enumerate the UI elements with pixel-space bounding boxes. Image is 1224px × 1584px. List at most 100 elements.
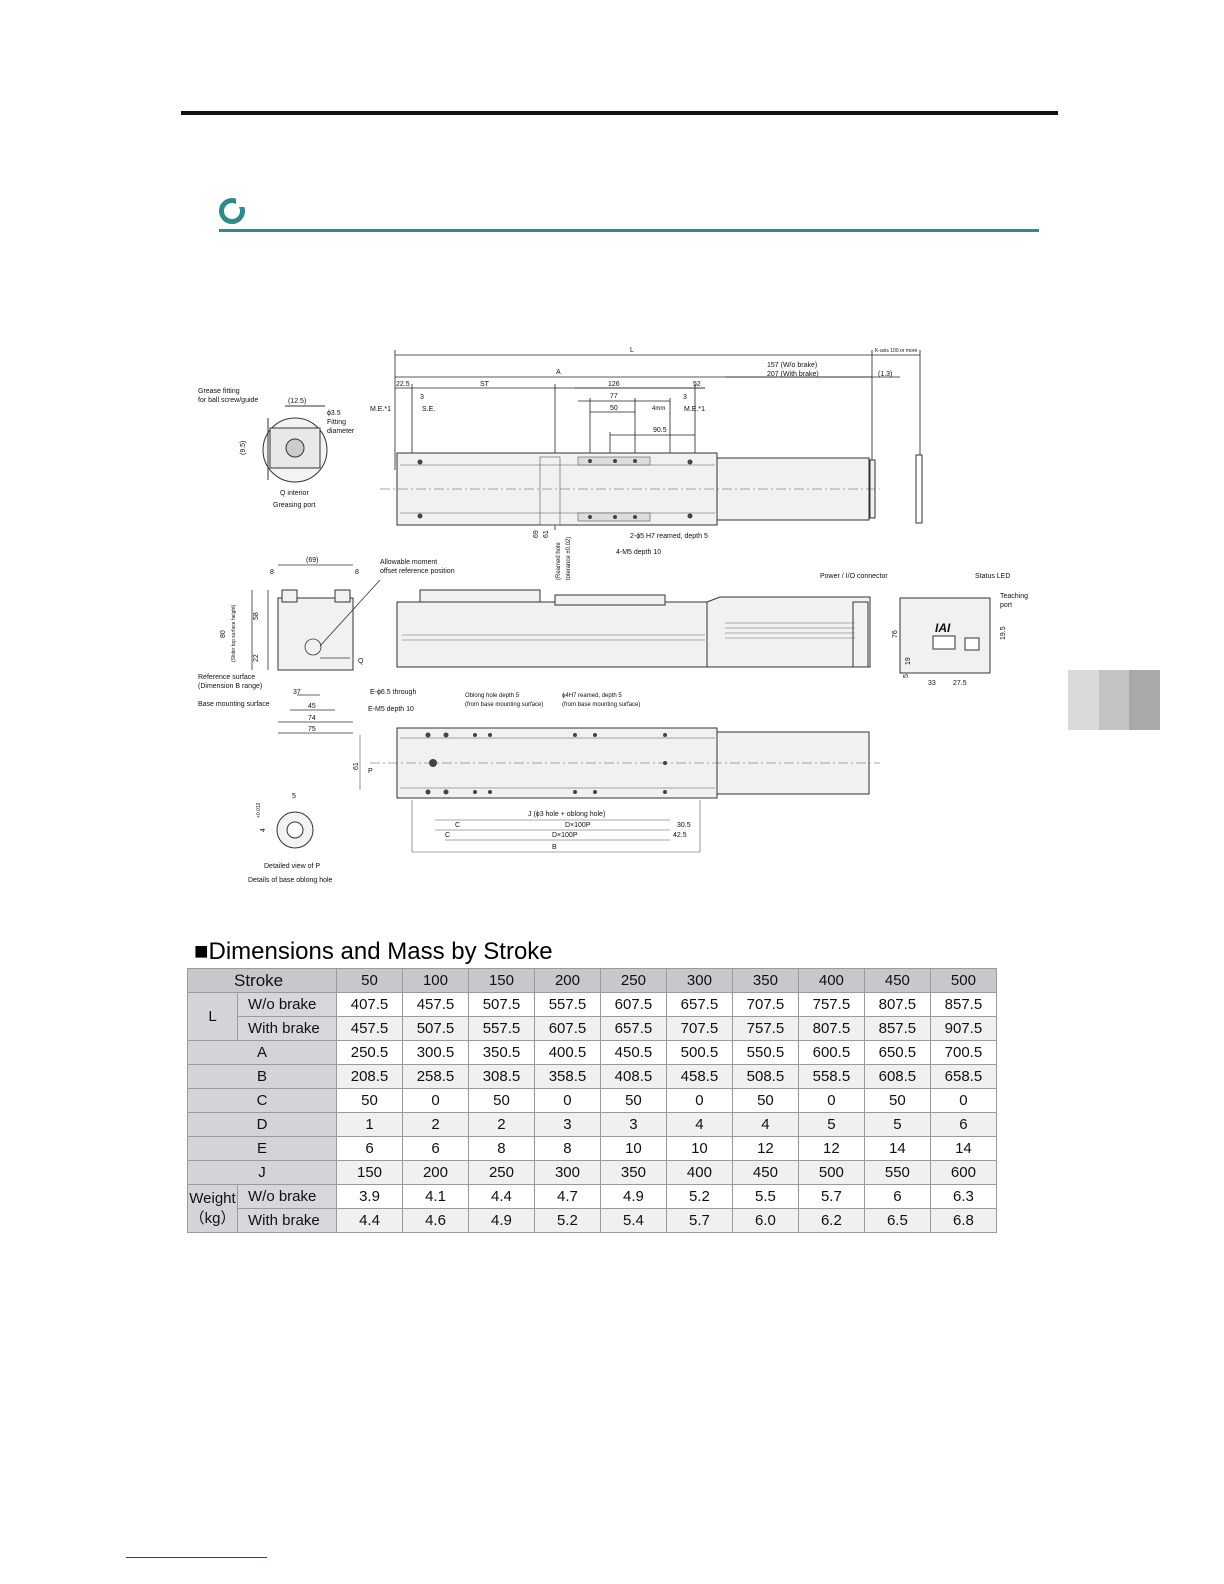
table-cell: 550 — [863, 1160, 931, 1185]
table-cell: 400.5 — [533, 1040, 601, 1065]
table-cell: 607.5 — [533, 1016, 601, 1041]
label-d100p-2: D×100P — [552, 832, 578, 839]
label-grease2: for ball screw/guide — [198, 397, 258, 404]
footnote-rule — [126, 1557, 267, 1558]
table-cell: 658.5 — [929, 1064, 998, 1089]
table-cell: 458.5 — [665, 1064, 733, 1089]
label-phi35: ϕ3.5 — [327, 410, 341, 417]
table-cell: 6.2 — [797, 1208, 865, 1233]
stroke-value-header: 50 — [336, 968, 403, 993]
label-4: 4 — [260, 828, 267, 832]
label-detail-p: Detailed view of P — [264, 863, 320, 870]
label-76: 76 — [892, 630, 899, 638]
label-27-5: 27.5 — [953, 680, 967, 687]
table-cell: 0 — [797, 1088, 865, 1113]
label-126: 126 — [608, 381, 620, 388]
stroke-value-header: 400 — [797, 968, 865, 993]
label-j: J (ϕ3 hole + oblong hole) — [528, 811, 605, 818]
row-header-A: A — [186, 1040, 338, 1065]
label-me2: M.E.*1 — [684, 406, 705, 413]
label-90-5: 90.5 — [653, 427, 667, 434]
table-cell: 557.5 — [467, 1016, 535, 1041]
table-cell: 500.5 — [665, 1040, 733, 1065]
table-cell: 12 — [797, 1136, 865, 1161]
table-cell: 350 — [599, 1160, 667, 1185]
label-58: 58 — [253, 612, 260, 620]
table-cell: 14 — [863, 1136, 931, 1161]
row-subheader: W/o brake — [236, 992, 338, 1017]
label-8b: 8 — [355, 569, 359, 576]
table-cell: 3 — [599, 1112, 667, 1137]
table-cell: 600 — [929, 1160, 998, 1185]
label-se: S.E. — [422, 406, 435, 413]
table-cell: 50 — [863, 1088, 931, 1113]
stroke-value-header: 100 — [402, 968, 469, 993]
table-cell: 5.4 — [599, 1208, 667, 1233]
label-3b: 3 — [683, 394, 687, 401]
table-cell: 10 — [665, 1136, 733, 1161]
table-cell: 50 — [467, 1088, 535, 1113]
table-cell: 200 — [402, 1160, 469, 1185]
table-cell: 5.2 — [665, 1184, 733, 1209]
table-cell: 2 — [402, 1112, 469, 1137]
label-5: 5 — [903, 674, 910, 678]
label-base-mount: Base mounting surface — [198, 701, 270, 708]
table-cell: 4.7 — [533, 1184, 601, 1209]
label-3a: 3 — [420, 394, 424, 401]
table-cell: 10 — [599, 1136, 667, 1161]
label-detail-p2: Details of base oblong hole — [248, 877, 333, 884]
label-12-5: (12.5) — [288, 398, 306, 405]
table-cell: 6 — [402, 1136, 469, 1161]
table-cell: 358.5 — [533, 1064, 601, 1089]
label-69b: (69) — [306, 557, 318, 564]
table-cell: 308.5 — [467, 1064, 535, 1089]
label-reamed-b: ϕ4H7 reamed, depth 5 — [562, 693, 622, 699]
table-cell: 700.5 — [929, 1040, 998, 1065]
table-cell: 150 — [336, 1160, 403, 1185]
table-cell: 6 — [929, 1112, 998, 1137]
label-61b: 61 — [353, 762, 360, 770]
table-cell: 407.5 — [336, 992, 403, 1017]
row-subheader: With brake — [236, 1016, 338, 1041]
table-cell: 50 — [599, 1088, 667, 1113]
stroke-value-header: 450 — [863, 968, 931, 993]
weight-unit: （kg） — [189, 1209, 236, 1227]
row-header-E: E — [186, 1136, 338, 1161]
table-cell: 457.5 — [402, 992, 469, 1017]
table-cell: 5.2 — [533, 1208, 601, 1233]
label-75: 75 — [308, 726, 316, 733]
row-header-D: D — [186, 1112, 338, 1137]
table-cell: 857.5 — [929, 992, 998, 1017]
row-header-L: L — [187, 992, 238, 1041]
label-22: 22 — [253, 654, 260, 662]
section-header — [219, 196, 1039, 234]
label-ref-surface: Reference surface — [198, 674, 255, 681]
label-iai: IAI — [935, 621, 951, 635]
label-e-phi: E-ϕ6.5 through — [370, 689, 416, 696]
table-cell: 3.9 — [336, 1184, 403, 1209]
table-cell: 400 — [665, 1160, 733, 1185]
label-50: 50 — [610, 405, 618, 412]
table-cell: 650.5 — [863, 1040, 931, 1065]
table-cell: 508.5 — [731, 1064, 799, 1089]
table-cell: 6.8 — [929, 1208, 998, 1233]
label-157: 157 (W/o brake) — [767, 362, 817, 369]
table-cell: 208.5 — [336, 1064, 403, 1089]
table-cell: 300.5 — [402, 1040, 469, 1065]
stroke-value-header: 250 — [599, 968, 667, 993]
table-cell: 4 — [665, 1112, 733, 1137]
label-reamed: 2-ϕ5 H7 reamed, depth 5 — [630, 533, 708, 540]
stroke-value-header: 200 — [533, 968, 601, 993]
label-allow2: offset reference position — [380, 568, 455, 575]
label-m5: 4-M5 depth 10 — [616, 549, 661, 556]
weight-label: Weight — [189, 1189, 236, 1207]
table-cell: 2 — [467, 1112, 535, 1137]
label-power-io: Power / I/O connector — [820, 573, 888, 580]
stroke-value-header: 350 — [731, 968, 799, 993]
label-30-5: 30.5 — [677, 822, 691, 829]
side-index-tab — [1068, 670, 1161, 730]
